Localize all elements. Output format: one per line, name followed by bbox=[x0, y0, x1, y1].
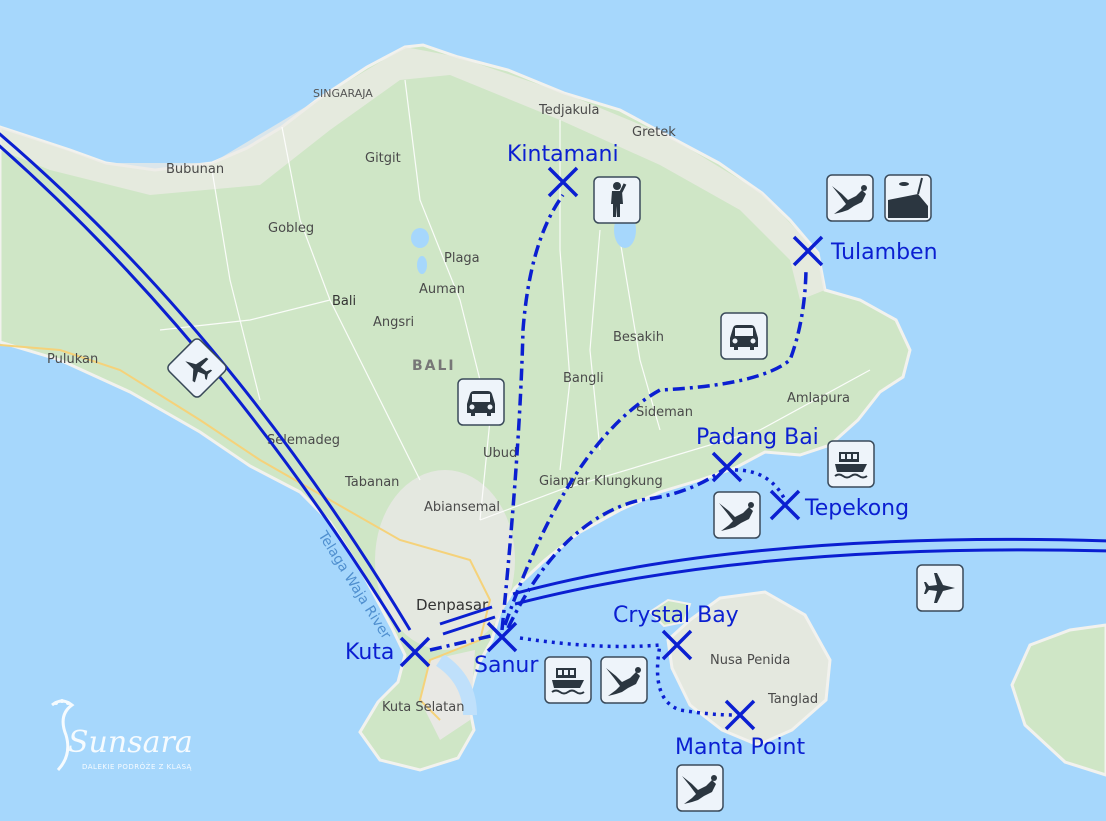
benoa-bay bbox=[435, 654, 477, 716]
car-icon-central bbox=[457, 378, 505, 426]
label-kuta[interactable]: Kuta bbox=[345, 640, 394, 665]
label-gianyar: Gianyar bbox=[539, 474, 591, 489]
label-denpasar: Denpasar bbox=[416, 596, 489, 614]
marker-kuta[interactable] bbox=[399, 636, 431, 668]
label-gretek: Gretek bbox=[632, 125, 676, 140]
lake-buyan bbox=[411, 228, 429, 248]
diver-icon-manta bbox=[676, 764, 724, 812]
boat-routes bbox=[519, 468, 787, 717]
marker-crystal-bay[interactable] bbox=[661, 629, 693, 661]
label-gobleg: Gobleg bbox=[268, 221, 314, 236]
hiker-icon bbox=[593, 176, 641, 224]
destination-markers bbox=[399, 166, 824, 731]
ferry-icon-padangbai bbox=[827, 440, 875, 488]
main-highway bbox=[0, 344, 492, 721]
map-icons bbox=[167, 174, 964, 812]
label-crystal-bay[interactable]: Crystal Bay bbox=[613, 603, 739, 628]
label-tepekong[interactable]: Tepekong bbox=[804, 496, 909, 521]
marker-tepekong[interactable] bbox=[769, 489, 801, 521]
label-padang-bai[interactable]: Padang Bai bbox=[696, 425, 819, 450]
car-routes bbox=[429, 193, 808, 652]
car-icon-east bbox=[720, 312, 768, 360]
north-coast-band bbox=[0, 47, 825, 300]
label-auman: Auman bbox=[419, 282, 465, 297]
flight-route-east bbox=[512, 537, 1106, 596]
diver-icon-sanur bbox=[600, 656, 648, 704]
route-sanur-kintamani bbox=[500, 193, 565, 631]
flight-route-kuta-sanur bbox=[439, 605, 493, 626]
flight-route-kuta-sanur-inner bbox=[442, 615, 496, 636]
label-tedjakula: Tedjakula bbox=[538, 103, 600, 118]
label-ubud: Ubud bbox=[483, 446, 517, 461]
logo-name: Sunsara bbox=[68, 725, 193, 760]
label-gitgit: Gitgit bbox=[365, 151, 401, 166]
sunsara-logo: Sunsara DALEKIE PODRÓŻE Z KLASĄ bbox=[51, 699, 193, 772]
label-tabanan: Tabanan bbox=[344, 475, 399, 490]
destination-labels: Kintamani Tulamben Padang Bai Tepekong K… bbox=[345, 142, 938, 760]
label-abiansemal: Abiansemal bbox=[424, 500, 500, 515]
nusa-lembongan bbox=[648, 598, 692, 628]
label-kuta-selatan: Kuta Selatan bbox=[382, 700, 464, 715]
label-sideman: Sideman bbox=[636, 405, 693, 420]
label-sanur[interactable]: Sanur bbox=[474, 653, 539, 678]
flight-routes bbox=[0, 132, 1106, 636]
bali-island bbox=[0, 43, 912, 772]
label-manta-point[interactable]: Manta Point bbox=[675, 735, 806, 760]
diver-icon-tepekong bbox=[713, 491, 761, 539]
lombok-island bbox=[1010, 623, 1106, 777]
route-sanur-tulamben bbox=[503, 269, 808, 626]
label-angsri: Angsri bbox=[373, 315, 414, 330]
ferry-icon-sanur bbox=[544, 656, 592, 704]
marker-manta-point[interactable] bbox=[724, 699, 756, 731]
label-besakih: Besakih bbox=[613, 330, 664, 345]
label-klungkung: Klungkung bbox=[594, 474, 663, 489]
marker-padang-bai[interactable] bbox=[711, 451, 743, 483]
plane-icon-west bbox=[167, 338, 227, 398]
label-pulukan: Pulukan bbox=[47, 352, 98, 367]
marker-tulamben[interactable] bbox=[792, 235, 824, 267]
label-bali-region: BALI bbox=[412, 358, 456, 374]
flight-route-west bbox=[0, 132, 412, 631]
logo-tagline: DALEKIE PODRÓŻE Z KLASĄ bbox=[82, 762, 192, 771]
label-bubunan: Bubunan bbox=[166, 162, 224, 177]
route-sanur-crystal-manta bbox=[519, 636, 736, 717]
label-nusa-penida: Nusa Penida bbox=[710, 653, 790, 668]
shipwreck-icon bbox=[884, 174, 932, 222]
roads bbox=[159, 79, 871, 521]
lake-bratan bbox=[417, 256, 427, 274]
label-amlapura: Amlapura bbox=[787, 391, 850, 406]
nusa-penida-island bbox=[666, 590, 832, 747]
label-tulamben[interactable]: Tulamben bbox=[830, 240, 938, 265]
label-plaga: Plaga bbox=[444, 251, 480, 266]
diver-icon-tulamben bbox=[826, 174, 874, 222]
route-kuta-sanur bbox=[429, 633, 496, 652]
label-bangli: Bangli bbox=[563, 371, 604, 386]
marker-kintamani[interactable] bbox=[547, 166, 579, 198]
label-kintamani[interactable]: Kintamani bbox=[507, 142, 619, 167]
marker-sanur[interactable] bbox=[486, 621, 518, 653]
label-tanglad: Tanglad bbox=[767, 692, 818, 707]
label-singaraja: SINGARAJA bbox=[313, 87, 373, 100]
route-sanur-padangbai bbox=[506, 465, 729, 629]
flight-route-east-inner bbox=[514, 548, 1106, 606]
label-bali-town: Bali bbox=[332, 294, 356, 309]
plane-icon-east bbox=[916, 564, 964, 612]
